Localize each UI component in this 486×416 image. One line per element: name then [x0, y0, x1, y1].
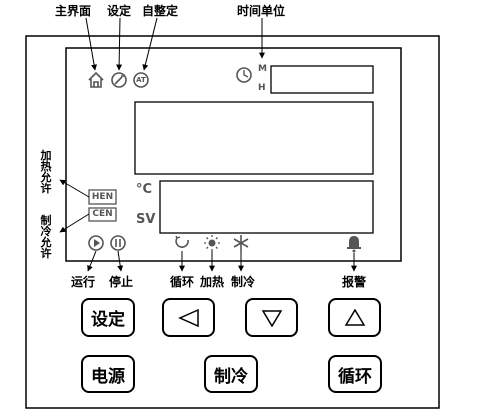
auto-tune-icon-text: AT	[136, 76, 146, 84]
home-arrow	[85, 17, 98, 71]
auto-tune-label: 自整定	[142, 4, 179, 18]
cycle-icon	[175, 235, 189, 248]
play-icon	[88, 235, 104, 251]
wrench-icon	[111, 72, 127, 88]
cool-enable-arrow	[59, 213, 90, 233]
up-button[interactable]	[328, 298, 381, 337]
settings-label: 设定	[107, 4, 132, 18]
set-button[interactable]: 设定	[81, 298, 135, 337]
celsius-unit: °C	[136, 182, 153, 197]
heat-label: 加热	[200, 275, 225, 289]
left-triangle-icon	[177, 308, 199, 327]
down-triangle-icon	[261, 309, 282, 327]
left-button[interactable]	[162, 298, 215, 337]
pause-icon	[110, 235, 126, 251]
hen-indicator: HEN	[91, 192, 114, 202]
settings-arrow	[116, 17, 123, 71]
clock-icon	[236, 67, 252, 83]
run-label: 运行	[71, 275, 96, 289]
down-button[interactable]	[245, 298, 298, 337]
heat-enable-arrow	[59, 179, 90, 198]
time-display-window	[270, 65, 374, 94]
controller-panel	[25, 35, 440, 409]
pv-display-window	[134, 101, 374, 175]
cool-enable-label: 制冷允许	[40, 214, 52, 260]
time-unit-label: 时间单位	[237, 4, 286, 18]
stop-label: 停止	[109, 275, 134, 289]
sv-display-window	[159, 180, 374, 234]
home-icon	[88, 71, 104, 88]
cool-label: 制冷	[231, 275, 256, 289]
time-unit-m: M	[258, 64, 267, 74]
up-triangle-icon	[344, 308, 365, 326]
circulate-button[interactable]: 循环	[328, 355, 382, 393]
sun-icon	[204, 235, 220, 251]
power-button[interactable]: 电源	[81, 355, 135, 393]
display-screen	[65, 47, 402, 262]
heat-enable-label: 加热允许	[40, 149, 52, 195]
circulate-label: 循环	[170, 275, 195, 289]
snowflake-icon	[233, 235, 249, 251]
auto-tune-arrow	[142, 17, 158, 71]
cen-indicator: CEN	[92, 209, 113, 219]
cool-button[interactable]: 制冷	[204, 355, 258, 393]
alarm-label: 报警	[342, 275, 367, 289]
home-label: 主界面	[55, 4, 92, 18]
time-unit-h: H	[258, 83, 266, 93]
run-arrow	[87, 250, 97, 272]
sv-indicator: SV	[136, 212, 156, 227]
bell-icon	[347, 236, 361, 253]
stop-arrow	[117, 250, 124, 272]
at-icon	[133, 72, 149, 88]
